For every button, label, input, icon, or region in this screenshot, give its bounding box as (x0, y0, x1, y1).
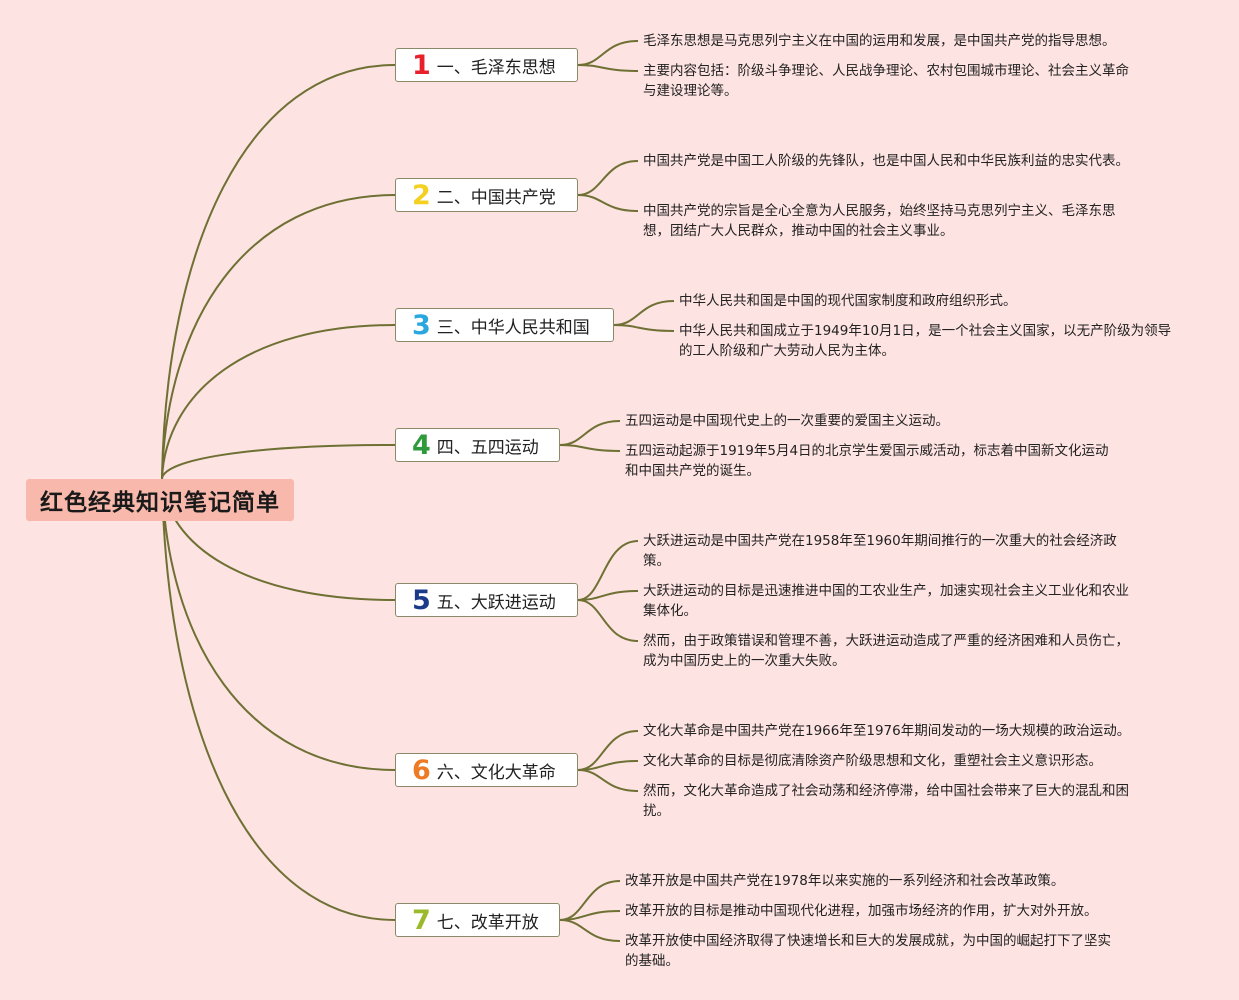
topic-number-badge: 2 (412, 179, 431, 211)
topic-label: 六、文化大革命 (436, 762, 556, 783)
topic-number-badge: 6 (412, 754, 431, 786)
note-line-1-2 (577, 64, 639, 72)
note-item[interactable]: 然而，文化大革命造成了社会动荡和经济停滞，给中国社会带来了巨大的混乱和困扰。 (643, 783, 1129, 819)
note-item[interactable]: 然而，由于政策错误和管理不善，大跃进运动造成了严重的经济困难和人员伤亡，成为中国… (643, 633, 1129, 669)
note-item[interactable]: 五四运动起源于1919年5月4日的北京学生爱国示威活动，标志着中国新文化运动和中… (625, 443, 1109, 479)
note-line-3-2 (613, 324, 675, 332)
note-line-5-2 (577, 590, 639, 601)
note-item[interactable]: 中华人民共和国成立于1949年10月1日，是一个社会主义国家，以无产阶级为领导的… (679, 323, 1172, 359)
topic-number-badge: 1 (412, 49, 431, 81)
topic-label: 三、中华人民共和国 (436, 317, 590, 338)
topic-number-badge: 3 (412, 309, 431, 341)
note-item[interactable]: 主要内容包括：阶级斗争理论、人民战争理论、农村包围城市理论、社会主义革命与建设理… (643, 63, 1129, 99)
note-line-5-3 (577, 599, 639, 642)
note-line-4-2 (559, 444, 621, 452)
topic-label: 一、毛泽东思想 (436, 57, 556, 78)
topic-number-badge: 4 (412, 429, 431, 461)
topic-label: 二、中国共产党 (436, 187, 556, 208)
root-node[interactable]: 红色经典知识笔记简单 (26, 479, 294, 521)
note-line-2-1 (577, 160, 639, 196)
note-item[interactable]: 五四运动是中国现代史上的一次重要的爱国主义运动。 (625, 413, 949, 429)
note-item[interactable]: 大跃进运动是中国共产党在1958年至1960年期间推行的一次重大的社会经济政策。 (643, 533, 1117, 569)
branch-line-6 (161, 477, 396, 771)
topic-label: 七、改革开放 (436, 912, 539, 933)
branch-line-4 (161, 444, 396, 479)
note-item[interactable]: 中国共产党是中国工人阶级的先锋队，也是中国人民和中华民族利益的忠实代表。 (643, 153, 1129, 169)
note-item[interactable]: 中国共产党的宗旨是全心全意为人民服务，始终坚持马克思列宁主义、毛泽东思想，团结广… (643, 203, 1116, 239)
note-item[interactable]: 毛泽东思想是马克思列宁主义在中国的运用和发展，是中国共产党的指导思想。 (643, 33, 1116, 49)
branch-line-1 (161, 64, 396, 479)
topic-label: 五、大跃进运动 (436, 592, 556, 613)
topic-number-badge: 5 (412, 584, 431, 616)
note-line-6-3 (577, 769, 639, 792)
topic-label: 四、五四运动 (436, 437, 539, 458)
branch-line-7 (161, 477, 396, 921)
note-line-7-3 (559, 919, 621, 942)
topic-number-badge: 7 (412, 904, 431, 936)
note-item[interactable]: 改革开放是中国共产党在1978年以来实施的一系列经济和社会改革政策。 (625, 873, 1065, 889)
root-title: 红色经典知识笔记简单 (40, 490, 280, 516)
note-item[interactable]: 改革开放的目标是推动中国现代化进程，加强市场经济的作用，扩大对外开放。 (625, 903, 1098, 919)
note-item[interactable]: 改革开放使中国经济取得了快速增长和巨大的发展成就，为中国的崛起打下了坚实的基础。 (625, 933, 1111, 969)
branch-line-2 (161, 194, 396, 479)
note-item[interactable]: 大跃进运动的目标是迅速推进中国的工农业生产，加速实现社会主义工业化和农业集体化。 (643, 583, 1129, 619)
note-item[interactable]: 文化大革命的目标是彻底清除资产阶级思想和文化，重塑社会主义意识形态。 (643, 753, 1102, 769)
note-line-2-2 (577, 194, 639, 212)
branch-line-3 (161, 324, 396, 479)
note-item[interactable]: 中华人民共和国是中国的现代国家制度和政府组织形式。 (679, 293, 1017, 309)
note-line-5-1 (577, 540, 639, 601)
note-item[interactable]: 文化大革命是中国共产党在1966年至1976年期间发动的一场大规模的政治运动。 (643, 723, 1131, 739)
